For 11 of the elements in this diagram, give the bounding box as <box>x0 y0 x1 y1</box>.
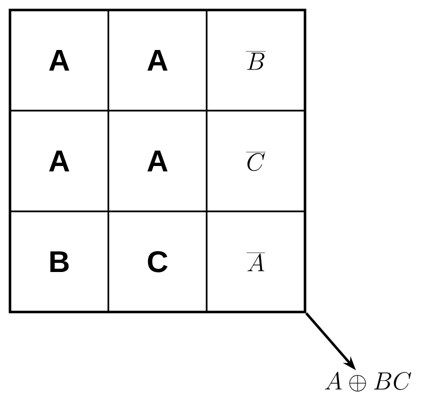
grid-cell: A <box>108 9 208 112</box>
grid-frame <box>8 8 306 314</box>
grid-cell: A <box>108 110 208 212</box>
grid-cell: A <box>9 9 110 112</box>
grid-cell: $\overline{B}$ <box>206 9 306 112</box>
grid-cell: B <box>9 210 110 313</box>
grid-cell: A <box>9 110 110 212</box>
grid-cell: C <box>108 210 208 313</box>
grid-cell: $\overline{A}$ <box>206 210 306 313</box>
expression-label: $A\oplus BC$ <box>325 372 412 392</box>
grid-cell: $\overline{C}$ <box>206 110 306 212</box>
